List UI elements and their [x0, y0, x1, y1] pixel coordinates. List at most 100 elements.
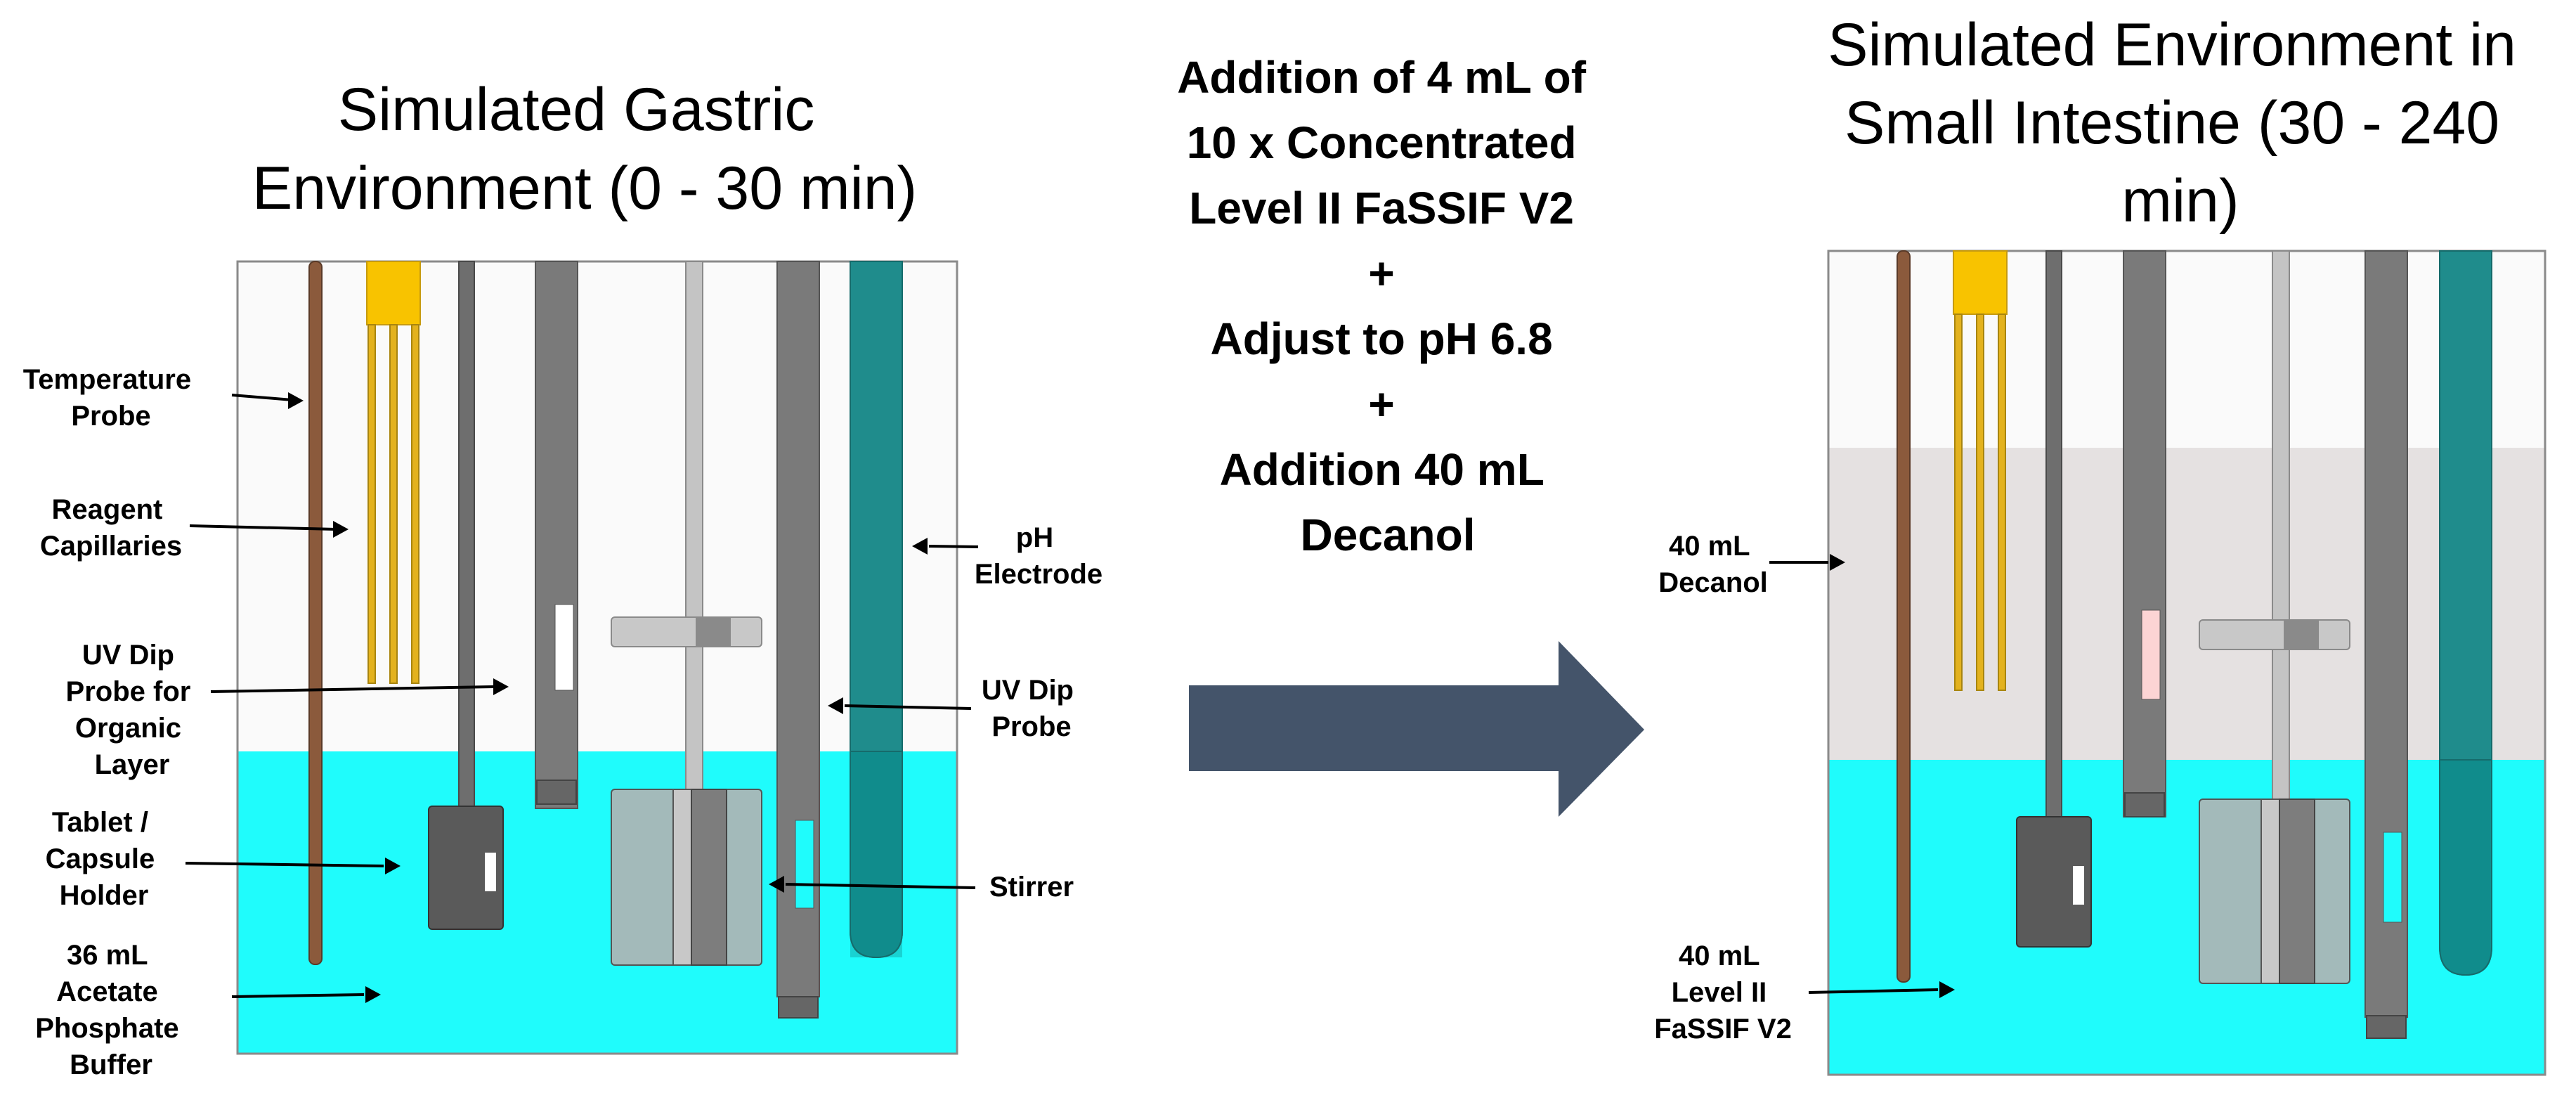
step-line: 10 x Concentrated	[1187, 117, 1577, 168]
temperature-probe	[308, 261, 323, 965]
holder-rod	[2045, 250, 2062, 817]
label-temperature-probe: Temperature Probe	[23, 364, 199, 432]
arrowhead-fassif	[1939, 981, 1955, 998]
label-buffer: 36 mL Acetate Phosphate Buffer	[35, 940, 187, 1080]
label-line: Capillaries	[40, 531, 182, 562]
stirrer	[2199, 250, 2350, 984]
stirrer-paddle-shaft-light	[672, 789, 692, 966]
left-title-line-2: Environment (0 - 30 min)	[252, 155, 917, 222]
label-line: Acetate	[56, 976, 158, 1007]
capillary-tube-2	[1976, 313, 1984, 691]
label-line: FaSSIF V2	[1654, 1014, 1792, 1045]
stirrer-shaft	[685, 261, 703, 793]
label-line: Probe for	[66, 676, 191, 707]
organic-probe-body	[535, 261, 578, 809]
label-fassif: 40 mL Level II FaSSIF V2	[1654, 940, 1792, 1045]
vessel-outline	[236, 260, 958, 1055]
holder-basket	[428, 806, 504, 930]
decanol-layer	[1828, 448, 2545, 760]
uv-probe-window	[795, 820, 814, 909]
label-uv-dip-probe-organic: UV Dip Probe for Organic Layer	[66, 640, 199, 780]
acetate-phosphate-buffer-layer	[238, 751, 957, 1054]
label-tablet-capsule-holder: Tablet / Capsule Holder	[46, 807, 163, 911]
step-line: Decanol	[1301, 510, 1476, 560]
leader-reagent-capillaries	[189, 524, 337, 531]
arrowhead-uv-dip-probe-organic	[493, 678, 509, 695]
label-decanol: 40 mL Decanol	[1658, 531, 1768, 598]
holder-rod	[458, 261, 475, 807]
label-stirrer: Stirrer	[989, 872, 1074, 903]
leader-tablet-capsule-holder	[185, 862, 384, 867]
uv-probe-tip	[778, 996, 819, 1019]
leader-uv-dip-probe	[844, 704, 972, 710]
organic-probe-window	[2141, 609, 2161, 700]
left-title: Simulated Gastric Environment (0 - 30 mi…	[252, 76, 917, 222]
label-line: Temperature	[23, 364, 191, 395]
label-line: Decanol	[1658, 567, 1768, 598]
uv-dip-probe	[776, 261, 820, 1019]
label-line: Holder	[60, 880, 149, 911]
label-ph-electrode: pH Electrode	[975, 522, 1102, 590]
step-line: Addition of 4 mL of	[1177, 52, 1587, 103]
right-title-line-1: Simulated Environment in	[1828, 11, 2516, 79]
arrowhead-temperature-probe	[288, 392, 304, 409]
arrowhead-stirrer	[769, 876, 784, 893]
step-line: Addition 40 mL	[1220, 444, 1544, 495]
holder-window	[2073, 866, 2084, 905]
intestinal-vessel	[1827, 250, 2546, 1076]
tablet-capsule-holder	[2016, 250, 2092, 948]
leader-stirrer	[785, 883, 976, 889]
holder-window	[485, 853, 496, 891]
gastric-vessel	[236, 260, 958, 1055]
uv-probe-tip	[2366, 1015, 2407, 1039]
fassif-layer	[1828, 760, 2545, 1075]
label-line: Phosphate	[35, 1013, 178, 1044]
capillary-tube-3	[411, 324, 419, 684]
stirrer-upper-blade	[2199, 619, 2350, 650]
stirrer-paddle-shaft-dark	[2279, 799, 2315, 984]
left-panel: Simulated Gastric Environment (0 - 30 mi…	[23, 76, 1102, 1080]
arrowhead-tablet-capsule-holder	[385, 858, 401, 874]
label-line: UV Dip	[982, 675, 1074, 706]
stirrer	[611, 261, 762, 966]
label-reagent-capillaries: Reagent Capillaries	[40, 494, 182, 562]
step-line: Adjust to pH 6.8	[1211, 313, 1553, 364]
label-line: Layer	[95, 749, 170, 780]
label-line: Level II	[1672, 977, 1767, 1008]
capillary-tube-1	[1954, 313, 1963, 691]
label-line: Electrode	[975, 559, 1102, 590]
label-line: Probe	[71, 401, 150, 432]
holder-basket	[2016, 816, 2092, 948]
uv-dip-probe-organic	[535, 261, 578, 809]
uv-dip-probe	[2364, 250, 2408, 1039]
label-line: Capsule	[46, 843, 155, 874]
temperature-probe	[1897, 250, 1911, 983]
stirrer-paddle-shaft-dark	[691, 789, 727, 966]
vessel-outline	[1827, 250, 2546, 1076]
label-line: Buffer	[70, 1049, 152, 1080]
step-line: Level II FaSSIF V2	[1189, 183, 1574, 233]
stirrer-shaft	[2272, 250, 2290, 800]
organic-probe-window	[554, 604, 574, 691]
label-line: Reagent	[52, 494, 163, 525]
step-line: +	[1368, 379, 1394, 429]
capillary-head	[366, 261, 421, 325]
reagent-capillaries	[1953, 250, 2008, 691]
process-steps: Addition of 4 mL of 10 x Concentrated Le…	[1177, 52, 1644, 817]
capillary-head	[1953, 250, 2008, 315]
step-line: +	[1368, 248, 1394, 299]
ph-electrode-lower	[2439, 759, 2492, 976]
air-space	[238, 261, 957, 751]
label-line: Stirrer	[989, 872, 1074, 903]
label-line: UV Dip	[82, 640, 174, 671]
capillary-tube-2	[389, 324, 398, 684]
label-line: Organic	[75, 713, 181, 744]
organic-probe-tip	[2124, 792, 2165, 817]
stirrer-upper-blade	[611, 616, 762, 647]
label-uv-dip-probe: UV Dip Probe	[982, 675, 1081, 742]
uv-dip-probe-organic	[2123, 250, 2166, 817]
arrowhead-uv-dip-probe	[828, 697, 843, 714]
tablet-capsule-holder	[428, 261, 504, 930]
label-line: 36 mL	[67, 940, 148, 971]
label-line: pH	[1016, 522, 1053, 553]
